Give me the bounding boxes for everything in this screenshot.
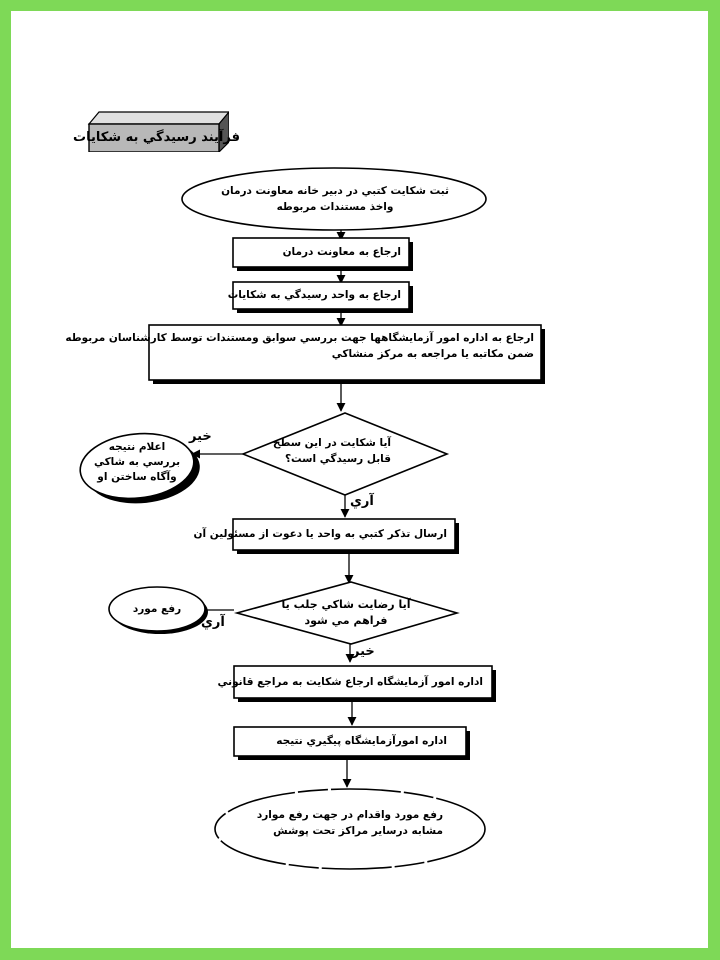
start-terminal-text: ثبت شكايت كتبي در دبير خانه معاونت درمان… (206, 183, 464, 215)
follow-up-text: اداره امورآزمايشگاه پيگيري نتيجه (276, 735, 447, 747)
resolve-text: رفع مورد (132, 603, 182, 615)
end-line-2: مشابه درساير مراكز تحت پوشش (273, 825, 443, 837)
start-line-1: ثبت شكايت كتبي در دبير خانه معاونت درمان (221, 185, 449, 197)
page-frame: فرآيند رسيدگي به شكايات (11, 11, 708, 948)
refer-lab-line-1: ارجاع به اداره امور آزمايشگاهها جهت بررس… (65, 332, 534, 344)
start-terminal-shape (181, 167, 487, 231)
refer-lab-line-2: ضمن مكاتبه يا مراجعه به مركز منشاكي (331, 348, 534, 360)
notify-line-3: وآگاه ساختن او (97, 471, 177, 483)
refer-treatment-box (232, 237, 410, 268)
decision1-line-2: قابل رسيدگي است؟ (284, 453, 391, 465)
notify-line-2: بررسي به شاكي (93, 456, 181, 468)
notify-line-1: اعلام نتيجه (108, 441, 166, 453)
end-terminal-shape (214, 788, 486, 870)
end-terminal-text: رفع مورد واقدام در جهت رفع موارد مشابه د… (249, 807, 443, 839)
title-box (87, 111, 229, 152)
notify-result-terminal-shape (79, 432, 195, 500)
end-line-1: رفع مورد واقدام در جهت رفع موارد (256, 809, 443, 821)
send-warning-text: ارسال تذكر كتبي به واحد يا دعوت از مسئول… (193, 528, 447, 540)
decision2-line-1: آيا رضايت شاكي جلب يا (281, 598, 411, 611)
decision1-line-1: آيا شكايت در اين سطح (272, 437, 391, 449)
decision2-yes-label: آري (201, 615, 225, 630)
resolve-terminal-shape (108, 586, 206, 632)
decision-satisfaction-text: آيا رضايت شاكي جلب يا فراهم مي شود (276, 597, 416, 629)
decision-actionable-shape (240, 412, 450, 496)
legal-referral-box (233, 665, 493, 699)
decision-actionable-text: آيا شكايت در اين سطح قابل رسيدگي است؟ (251, 435, 391, 467)
decision2-line-2: فراهم مي شود (304, 614, 388, 627)
legal-referral-text: اداره امور آزمايشگاه ارجاع شكايت به مراج… (217, 676, 483, 688)
refer-complaints-unit-text: ارجاع به واحد رسيدگي به شكايات (227, 289, 401, 301)
decision1-no-label: خير (189, 429, 212, 444)
refer-lab-affairs-box (148, 324, 542, 381)
refer-lab-affairs-text: ارجاع به اداره امور آزمايشگاهها جهت بررس… (65, 330, 534, 362)
decision-satisfaction-shape (233, 581, 460, 645)
notify-result-text: اعلام نتيجه بررسي به شاكي وآگاه ساختن او (81, 440, 193, 485)
follow-up-box (233, 726, 467, 757)
send-warning-box (232, 518, 456, 551)
refer-complaints-unit-box (232, 281, 410, 310)
decision2-no-label: خير (352, 644, 375, 659)
flowchart-canvas (79, 167, 545, 870)
decision1-yes-label: آري (350, 494, 374, 509)
start-line-2: واخذ مستندات مربوطه (276, 201, 394, 213)
refer-treatment-text: ارجاع به معاونت درمان (282, 246, 401, 258)
diagram-title: فرآيند رسيدگي به شكايات (73, 129, 240, 145)
